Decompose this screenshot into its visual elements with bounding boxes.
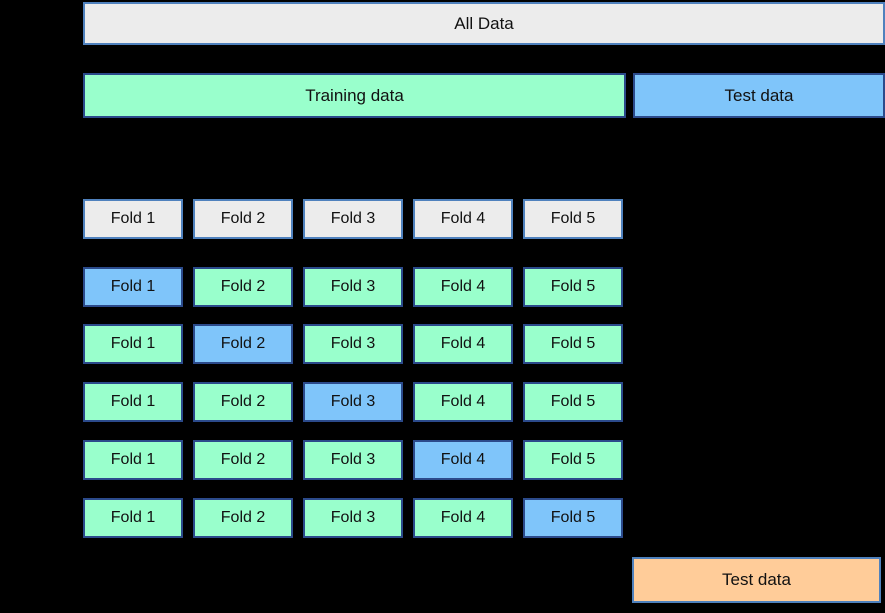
fold-header-box: Fold 1 bbox=[83, 199, 183, 239]
fold-box: Fold 1 bbox=[83, 498, 183, 538]
fold-box: Fold 3 bbox=[303, 440, 403, 480]
fold-box: Fold 1 bbox=[83, 324, 183, 364]
fold-box: Fold 3 bbox=[303, 324, 403, 364]
fold-box: Fold 2 bbox=[193, 267, 293, 307]
training-data-bar: Training data bbox=[83, 73, 626, 118]
fold-box-test: Fold 2 bbox=[193, 324, 293, 364]
fold-box: Fold 4 bbox=[413, 324, 513, 364]
all-data-bar: All Data bbox=[83, 2, 885, 45]
fold-box: Fold 4 bbox=[413, 382, 513, 422]
fold-box: Fold 4 bbox=[413, 498, 513, 538]
fold-box: Fold 1 bbox=[83, 382, 183, 422]
fold-header-box: Fold 4 bbox=[413, 199, 513, 239]
fold-box: Fold 5 bbox=[523, 267, 623, 307]
fold-header-box: Fold 2 bbox=[193, 199, 293, 239]
fold-box: Fold 5 bbox=[523, 440, 623, 480]
fold-header-box: Fold 3 bbox=[303, 199, 403, 239]
fold-box-test: Fold 1 bbox=[83, 267, 183, 307]
fold-box-test: Fold 4 bbox=[413, 440, 513, 480]
fold-box: Fold 2 bbox=[193, 498, 293, 538]
final-test-data-bar: Test data bbox=[632, 557, 881, 603]
fold-box: Fold 3 bbox=[303, 267, 403, 307]
fold-box: Fold 5 bbox=[523, 324, 623, 364]
test-data-bar: Test data bbox=[633, 73, 885, 118]
fold-box-test: Fold 3 bbox=[303, 382, 403, 422]
fold-box: Fold 1 bbox=[83, 440, 183, 480]
fold-box: Fold 2 bbox=[193, 440, 293, 480]
fold-box: Fold 2 bbox=[193, 382, 293, 422]
fold-box: Fold 3 bbox=[303, 498, 403, 538]
fold-box-test: Fold 5 bbox=[523, 498, 623, 538]
fold-header-box: Fold 5 bbox=[523, 199, 623, 239]
fold-box: Fold 5 bbox=[523, 382, 623, 422]
fold-box: Fold 4 bbox=[413, 267, 513, 307]
